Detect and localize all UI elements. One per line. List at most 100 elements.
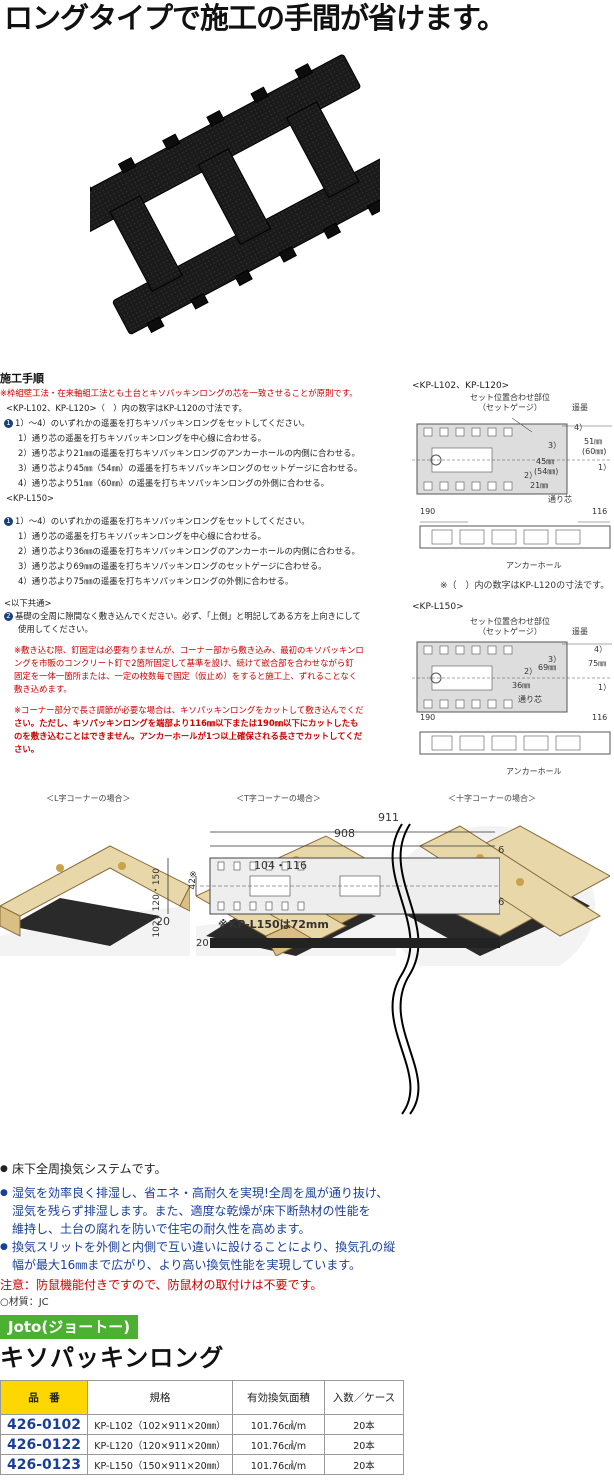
group-a-step: 2）通り芯より21㎜の遥墨を打ちキソパッキンロングのアンカーホールの内側に合わせ… (18, 448, 360, 458)
procedure-principle: ※枠組壁工法・在来軸組工法とも土台とキソパッキンロングの芯を一致させることが原則… (0, 388, 358, 398)
anchor-label: アンカーホール (506, 561, 562, 570)
qty-cell: 20本 (324, 1434, 404, 1455)
note-line: さい。ただし、キソパッキンロングを端部より116㎜以下または190㎜以下にカット… (14, 718, 359, 728)
note-line: ングを市販のコンクリート釘で2箇所固定して基準を設け、続けて嵌合部を合わせながら… (14, 658, 354, 668)
spec-cell: KP-L150（150×911×20㎜） (87, 1454, 233, 1475)
note-line: さい。 (14, 744, 40, 754)
qty-cell: 20本 (324, 1454, 404, 1475)
feature-item: 湿気を効率良く排湿し、省エネ・高耐久を実現!全周を風が通り抜け、湿気を残らず排湿… (0, 1184, 614, 1238)
procedure-heading: 施工手順 (0, 372, 44, 385)
material-text: ○材質：JC (0, 1297, 49, 1308)
diagram-a-label: <KP-L102、KP-L120> (412, 381, 510, 391)
dim-21: 21㎜ (530, 481, 549, 490)
procedure-section: 施工手順 ※枠組壁工法・在来軸組工法とも土台とキソパッキンロングの芯を一致させる… (0, 372, 400, 756)
group-b-step: 4）通り芯より75㎜の遥墨を打ちキソパッキンロングの外側に合わせる。 (18, 576, 294, 586)
anchor-label-b: アンカーホール (506, 767, 562, 776)
product-photo (90, 54, 380, 335)
circle-2-icon: 2 (4, 612, 13, 621)
dim-60: (60㎜) (582, 447, 607, 456)
spec-table: 品 番 規格 有効換気面積 入数／ケース 426-0102 KP-L102（10… (0, 1380, 404, 1475)
table-row: 426-0123 KP-L150（150×911×20㎜） 101.76㎠/m … (0, 1454, 404, 1475)
note-line: 固定を一体一箇所または、一定の枚数毎で固定（仮止め）をすると施工上、ずれることな… (14, 671, 358, 681)
dim-911: 911 (378, 811, 399, 824)
brand-badge: Joto(ジョートー) (0, 1315, 139, 1339)
product-code: 426-0123 (0, 1454, 88, 1475)
dim-104: 104・116 (254, 859, 307, 872)
dim-51: 51㎜ (584, 437, 603, 446)
spec-cell: KP-L102（102×911×20㎜） (87, 1414, 233, 1435)
len-116: 116 (592, 507, 608, 516)
corner-l-label: ＜L字コーナーの場合＞ (46, 794, 131, 803)
group-a-step: 1）通り芯の遥墨を打ちキソパッキンロングを中心線に合わせる。 (18, 433, 266, 443)
dim-42: 42※ (188, 868, 198, 890)
qty-cell: 20本 (324, 1414, 404, 1435)
diagram-a (412, 417, 612, 495)
corner-x-label: ＜十字コーナーの場合＞ (448, 794, 536, 803)
dim-6-top: 6 (498, 845, 505, 856)
group-b-label: <KP-L150> (6, 493, 55, 503)
features-section: 床下全周換気システムです。 湿気を効率良く排湿し、省エネ・高耐久を実現!全周を風… (0, 1160, 614, 1312)
num-1: 1） (598, 463, 612, 472)
group-b-step: 1）通り芯の遥墨を打ちキソパッキンロングを中心線に合わせる。 (18, 531, 266, 541)
table-header-row: 品 番 規格 有効換気面積 入数／ケース (0, 1380, 404, 1415)
diagram-b-strip (419, 731, 611, 755)
len-116-b: 116 (592, 713, 608, 722)
dimension-drawing (167, 823, 500, 1115)
gauge-label: セット位置合わせ部位 (470, 393, 550, 402)
dim-36: 36㎜ (512, 681, 531, 690)
warning-text: 注意：防鼠機能付きですので、防鼠材の取付けは不要です。 (0, 1278, 323, 1292)
gauge-sublabel-b: （セットゲージ） (478, 627, 542, 636)
dim-6-bottom: 6 (498, 897, 505, 908)
diagram-b-label: <KP-L150> (412, 602, 464, 612)
num-4-b: 4） (594, 645, 608, 654)
dim-20-right: 20 (196, 938, 209, 949)
dim-54: (54㎜) (534, 467, 559, 476)
note-line: ※敷き込む際、釘固定は必要有りませんが、コーナー部から敷き込み、最初のキソパッキ… (14, 645, 364, 655)
product-name: キソパッキンロング (0, 1344, 225, 1372)
area-cell: 101.76㎠/m (232, 1414, 325, 1435)
common-step2-cont: 使用してください。 (18, 624, 93, 634)
group-b-step: 2）通り芯より36㎜の遥墨を打ちキソパッキンロングのアンカーホールの内側に合わせ… (18, 546, 360, 556)
len-190: 190 (420, 507, 436, 516)
col-header: 入数／ケース (324, 1380, 404, 1415)
feature-item: 床下全周換気システムです。 (0, 1160, 614, 1178)
page-title: ロングタイプで施工の手間が省けます。 (4, 1, 506, 35)
diagram-b (412, 641, 612, 713)
corner-l-illustration (0, 845, 190, 956)
len-190-b: 190 (420, 713, 436, 722)
diagram-a-strip (419, 521, 611, 549)
note-line: のを敷き込むことはできません。アンカーホールが1つ以上確保される長さでカットして… (14, 731, 363, 741)
area-cell: 101.76㎠/m (232, 1454, 325, 1475)
num-2: 2） (524, 471, 538, 480)
num-2-b: 2） (524, 667, 538, 676)
num-3-b: 3） (548, 655, 562, 664)
group-a-step: 3）通り芯より45㎜（54㎜）の遥墨を打ちキソパッキンロングのセットゲージに合わ… (18, 463, 363, 473)
ink-label: 遥墨 (572, 403, 588, 412)
dim-note: ※KP-L150は72mm (218, 918, 329, 931)
gauge-label-b: セット位置合わせ部位 (470, 617, 550, 626)
product-code: 426-0102 (0, 1414, 88, 1435)
circle-1-icon: 1 (4, 517, 13, 526)
dim-45: 45㎜ (536, 457, 555, 466)
col-header: 有効換気面積 (232, 1380, 325, 1415)
table-row: 426-0102 KP-L102（102×911×20㎜） 101.76㎠/m … (0, 1414, 404, 1435)
dim-908: 908 (334, 827, 355, 840)
dim-69: 69㎜ (538, 663, 557, 672)
diagram-a-note: ※（ ）内の数字はKP-L120の寸法です。 (440, 581, 610, 591)
area-cell: 101.76㎠/m (232, 1434, 325, 1455)
product-code: 426-0122 (0, 1434, 88, 1455)
ink-label-b: 遥墨 (572, 627, 588, 636)
note-line: 敷き込めます。 (14, 684, 72, 694)
dim-75: 75㎜ (588, 659, 607, 668)
common-label: <以下共通> (4, 598, 52, 608)
core-label: 通り芯 (548, 495, 572, 504)
table-row: 426-0122 KP-L120（120×911×20㎜） 101.76㎠/m … (0, 1434, 404, 1455)
group-a-step: 4）通り芯より51㎜（60㎜）の遥墨を打ちキソパッキンロングの外側に合わせる。 (18, 478, 329, 488)
feature-item: 換気スリットを外側と内側で互い違いに設けることにより、換気孔の縦幅が最大16㎜ま… (0, 1238, 614, 1274)
spec-cell: KP-L120（120×911×20㎜） (87, 1434, 233, 1455)
core-label-b: 通り芯 (518, 695, 542, 704)
circle-1-icon: 1 (4, 419, 13, 428)
